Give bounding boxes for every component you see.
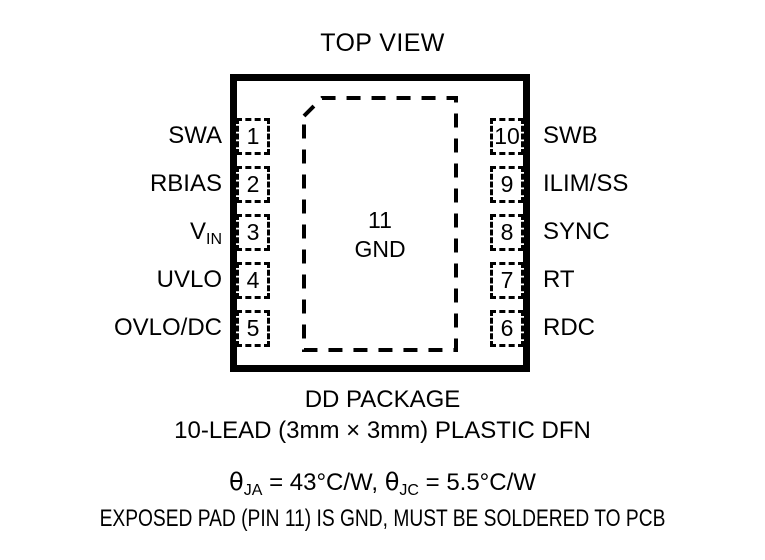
caption-lead-description: 10-LEAD (3mm × 3mm) PLASTIC DFN [174,417,591,444]
pin-box-2[interactable]: 2 [236,166,270,203]
pin-label-rbias: RBIAS [149,170,222,197]
theta-ja-subscript: JA [243,482,263,499]
pin-label-swb: SWB [543,122,598,149]
theta-ja-symbol: θ [229,468,244,496]
pin-box-6[interactable]: 6 [490,310,524,347]
package-body-outline [230,74,530,372]
theta-jc-value: = 5.5°C/W [418,469,536,496]
pin-label-vin-subscript: IN [206,231,222,248]
pin-label-rdc: RDC [543,314,595,341]
caption-exposed-pad-note: EXPOSED PAD (PIN 11) IS GND, MUST BE SOL… [99,505,666,532]
theta-jc-subscript: JC [399,482,419,499]
pin-box-5[interactable]: 5 [236,310,270,347]
exposed-pad-outline [302,96,458,352]
caption-package-name: DD PACKAGE [304,386,461,413]
pin-label-sync: SYNC [543,218,610,245]
theta-ja-value: = 43°C/W, [262,469,385,496]
pin-label-vin-base: V [189,218,206,245]
pin-label-swa: SWA [168,122,222,149]
pin-box-1[interactable]: 1 [236,118,270,155]
pin-label-ovlo-dc: OVLO/DC [113,314,222,341]
exposed-pad-label: 11 GND [302,206,458,264]
pin-box-7[interactable]: 7 [490,262,524,299]
pin-box-8[interactable]: 8 [490,214,524,251]
exposed-pad-path [302,96,458,352]
pin-label-rt: RT [543,266,575,293]
pin-box-9[interactable]: 9 [490,166,524,203]
exposed-pad-net-name: GND [354,236,406,262]
pin-box-10[interactable]: 10 [490,118,524,155]
exposed-pad-pin-number: 11 [368,207,392,233]
pin-box-4[interactable]: 4 [236,262,270,299]
pin-label-ilim-ss: ILIM/SS [543,170,629,197]
pin-box-3[interactable]: 3 [236,214,270,251]
page-title: TOP VIEW [320,29,445,57]
pin-label-uvlo: UVLO [156,266,222,293]
caption-thermal-resistance: θJA = 43°C/W, θJC = 5.5°C/W [0,468,765,499]
exposed-pad-shape [302,96,458,352]
theta-jc-symbol: θ [384,468,400,496]
pin-label-vin: VIN [189,218,222,248]
